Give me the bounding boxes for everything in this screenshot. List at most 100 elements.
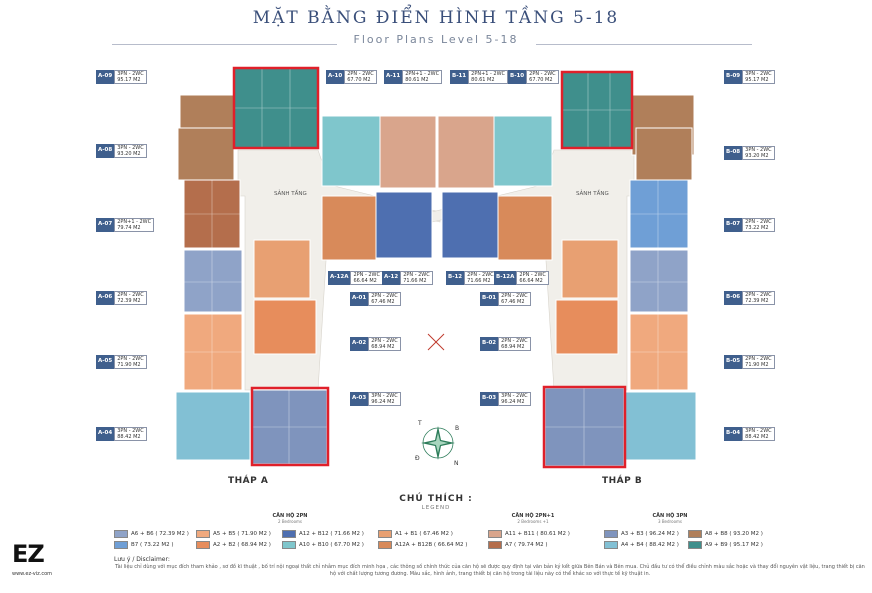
unit-type: 2PN - 2WC [501, 338, 528, 344]
unit-type: 2PN+1 - 2WC [471, 71, 506, 77]
interior-walls [184, 68, 688, 466]
unit-area: 71.66 M2 [403, 278, 427, 284]
unit-area: 80.61 M2 [405, 77, 429, 83]
unit-area: 72.39 M2 [117, 298, 141, 304]
unit-code: B-07 [724, 218, 743, 232]
unit-code: B-01 [480, 292, 499, 306]
unit-code: A-02 [350, 337, 369, 351]
unit-code: A-10 [326, 70, 345, 84]
disclaimer-text: Tài liệu chỉ dùng với mục đích tham khảo… [115, 564, 865, 577]
unit-type: 2PN - 2WC [347, 71, 374, 77]
highlight-a09 [232, 66, 320, 150]
legend-item: A3 + B3 ( 96.24 M2 ) [604, 530, 679, 538]
unit-code: A-12 [382, 271, 401, 285]
unit-type: 3PN - 2WC [117, 71, 144, 77]
unit-code: A-01 [350, 292, 369, 306]
legend-label: A1 + B1 ( 67.46 M2 ) [395, 531, 453, 537]
unit-area: 68.94 M2 [501, 344, 525, 350]
brand-url[interactable]: www.ez-viz.com [12, 571, 53, 577]
unit-b08-plan [635, 127, 693, 181]
compass-rose-icon: T B Đ N [415, 420, 459, 467]
legend-item: A8 + B8 ( 93.20 M2 ) [688, 530, 763, 538]
unit-type: 2PN - 2WC [501, 293, 528, 299]
legend-swatch [688, 541, 702, 549]
unit-code: B-03 [480, 392, 499, 406]
legend-label: A9 + B9 ( 95.17 M2 ) [705, 542, 763, 548]
unit-a08-plan [177, 127, 235, 181]
unit-code: B-04 [724, 427, 743, 441]
legend-item: A10 + B10 ( 67.70 M2 ) [282, 541, 364, 549]
legend-swatch [196, 541, 210, 549]
legend-title: CHÚ THÍCH : [399, 494, 473, 504]
unit-a12-plan [375, 191, 433, 259]
unit-b02-plan [555, 299, 619, 355]
legend-item: A6 + B6 ( 72.39 M2 ) [114, 530, 189, 538]
legend-label: A5 + B5 ( 71.90 M2 ) [213, 531, 271, 537]
highlight-b09 [560, 70, 634, 150]
title-rule-left [112, 44, 337, 45]
title-rule-right [536, 44, 752, 45]
page-subtitle: Floor Plans Level 5-18 [353, 33, 519, 46]
unit-type: 2PN - 2WC [371, 293, 398, 299]
unit-code: B-11 [450, 70, 469, 84]
unit-area: 96.24 M2 [501, 399, 525, 405]
legend-swatch [488, 541, 502, 549]
highlight-a03 [250, 386, 330, 467]
brand-logo: EZ [12, 540, 45, 568]
unit-b12-plan [441, 191, 499, 259]
legend-label: A11 + B11 ( 80.61 M2 ) [505, 531, 570, 537]
group-subtitle: 3 Bedrooms [658, 519, 682, 524]
unit-area: 71.66 M2 [467, 278, 491, 284]
group-subtitle: 2 Bedrooms [278, 519, 302, 524]
unit-area: 67.46 M2 [501, 299, 525, 305]
legend-swatch [378, 541, 392, 549]
group-title: CĂN HỘ 2PN [272, 513, 308, 519]
legend-swatch [114, 530, 128, 538]
legend-subtitle: LEGEND [421, 505, 451, 511]
unit-code: A-12A [328, 271, 351, 285]
unit-b12a-plan [497, 195, 553, 261]
tower-b-units [437, 71, 697, 467]
unit-area: 79.74 M2 [117, 225, 141, 231]
unit-type: 3PN - 2WC [117, 145, 144, 151]
lobby-label-a: SẢNH TẦNG [274, 189, 307, 197]
unit-code: B-08 [724, 146, 743, 160]
legend-label: A10 + B10 ( 67.70 M2 ) [299, 542, 364, 548]
unit-b11-plan [437, 115, 495, 189]
unit-area: 88.42 M2 [117, 434, 141, 440]
compass-letter-2: B [455, 425, 459, 432]
legend-item: A12A + B12B ( 66.64 M2 ) [378, 541, 467, 549]
legend-item: A9 + B9 ( 95.17 M2 ) [688, 541, 763, 549]
unit-code: A-08 [96, 144, 115, 158]
legend-label: A3 + B3 ( 96.24 M2 ) [621, 531, 679, 537]
legend-swatch [196, 530, 210, 538]
unit-type: 2PN - 2WC [529, 71, 556, 77]
legend-item: A11 + B11 ( 80.61 M2 ) [488, 530, 570, 538]
unit-code: A-07 [96, 218, 115, 232]
unit-area: 66.64 M2 [519, 278, 543, 284]
unit-area: 73.22 M2 [745, 225, 769, 231]
unit-code: B-05 [724, 355, 743, 369]
